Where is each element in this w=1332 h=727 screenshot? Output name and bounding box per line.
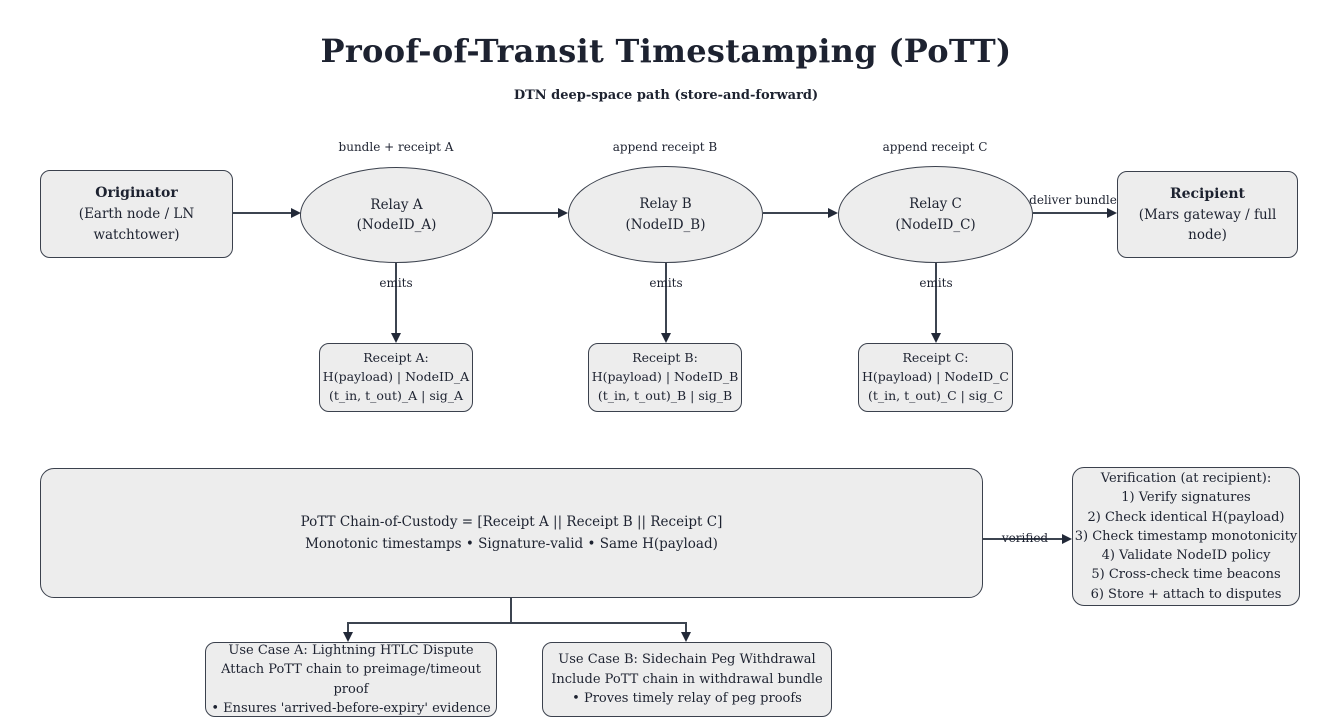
originator-subtitle: (Earth node / LN watchtower) xyxy=(78,206,195,243)
edge-label-bundle-receipt-a: bundle + receipt A xyxy=(338,140,454,154)
arrowhead-down xyxy=(931,333,941,343)
edge-label-verified: verified xyxy=(1001,531,1049,545)
arrow-line xyxy=(395,263,397,334)
chain-definition: PoTT Chain-of-Custody = [Receipt A || Re… xyxy=(300,513,723,530)
verification-step-3: 3) Check timestamp monotonicity xyxy=(1074,528,1298,544)
receipt-a-fields: H(payload) | NodeID_A xyxy=(322,369,470,385)
arrow-line xyxy=(935,263,937,334)
relay-b-name: Relay B xyxy=(639,196,692,213)
use-case-b-desc: Include PoTT chain in withdrawal bundle xyxy=(551,671,823,687)
use-case-a-desc: Attach PoTT chain to preimage/timeout pr… xyxy=(221,662,481,697)
relay-a-name: Relay A xyxy=(370,196,423,213)
use-case-b-bullet: • Proves timely relay of peg proofs xyxy=(572,691,802,707)
receipt-c-box: Receipt C: H(payload) | NodeID_C (t_in, … xyxy=(858,343,1013,412)
arrowhead-right xyxy=(291,208,301,218)
relay-a-node: Relay A (NodeID_A) xyxy=(300,167,493,263)
receipt-a-sig: (t_in, t_out)_A | sig_A xyxy=(328,387,464,403)
receipt-c-sig: (t_in, t_out)_C | sig_C xyxy=(867,387,1004,403)
receipt-a-box: Receipt A: H(payload) | NodeID_A (t_in, … xyxy=(319,343,473,412)
arrow-line xyxy=(493,212,559,214)
arrow-line xyxy=(763,212,829,214)
arrowhead-right xyxy=(558,208,568,218)
use-case-b-title: Use Case B: Sidechain Peg Withdrawal xyxy=(558,652,816,668)
edge-label-emits-c: emits xyxy=(919,276,953,290)
verification-step-4: 4) Validate NodeID policy xyxy=(1101,548,1271,564)
verification-title: Verification (at recipient): xyxy=(1100,471,1272,487)
receipt-b-box: Receipt B: H(payload) | NodeID_B (t_in, … xyxy=(588,343,742,412)
relay-b-id: (NodeID_B) xyxy=(625,216,706,233)
receipt-c-fields: H(payload) | NodeID_C xyxy=(862,369,1009,385)
recipient-node: Recipient (Mars gateway / full node) xyxy=(1117,171,1298,258)
edge-label-emits-a: emits xyxy=(379,276,413,290)
verification-step-2: 2) Check identical H(payload) xyxy=(1087,509,1285,525)
use-case-a-box: Use Case A: Lightning HTLC Dispute Attac… xyxy=(205,642,497,717)
relay-b-node: Relay B (NodeID_B) xyxy=(568,166,763,263)
verification-step-5: 5) Cross-check time beacons xyxy=(1091,567,1281,583)
receipt-b-title: Receipt B: xyxy=(632,350,698,366)
connector-drop-a xyxy=(347,622,349,633)
arrowhead-down xyxy=(661,333,671,343)
edge-label-deliver-bundle: deliver bundle xyxy=(1029,193,1117,207)
receipt-b-sig: (t_in, t_out)_B | sig_B xyxy=(597,387,733,403)
originator-title: Originator xyxy=(95,185,178,202)
relay-c-node: Relay C (NodeID_C) xyxy=(838,166,1033,263)
relay-a-id: (NodeID_A) xyxy=(356,217,437,233)
arrowhead-down xyxy=(343,632,353,642)
verification-step-1: 1) Verify signatures xyxy=(1121,490,1251,506)
arrowhead-down xyxy=(681,632,691,642)
recipient-title: Recipient xyxy=(1169,185,1246,202)
arrow-line xyxy=(983,538,1063,540)
page-subtitle: DTN deep-space path (store-and-forward) xyxy=(513,88,819,103)
receipt-a-title: Receipt A: xyxy=(363,350,429,366)
arrowhead-right xyxy=(1107,208,1117,218)
relay-c-id: (NodeID_C) xyxy=(895,216,976,233)
connector-drop-b xyxy=(685,622,687,633)
page-title: Proof-of-Transit Timestamping (PoTT) xyxy=(320,32,1012,70)
arrowhead-right xyxy=(1062,534,1072,544)
edge-label-append-receipt-c: append receipt C xyxy=(882,140,988,154)
arrow-line xyxy=(665,263,667,334)
use-case-a-title: Use Case A: Lightning HTLC Dispute xyxy=(228,642,474,658)
arrow-line xyxy=(1033,212,1108,214)
originator-node: Originator (Earth node / LN watchtower) xyxy=(40,170,233,258)
arrowhead-right xyxy=(828,208,838,218)
chain-of-custody-box: PoTT Chain-of-Custody = [Receipt A || Re… xyxy=(40,468,983,598)
chain-properties: Monotonic timestamps • Signature-valid •… xyxy=(305,536,718,552)
edge-label-append-receipt-b: append receipt B xyxy=(612,140,718,154)
arrow-line xyxy=(233,212,292,214)
arrowhead-down xyxy=(391,333,401,343)
recipient-subtitle: (Mars gateway / full node) xyxy=(1138,206,1277,243)
verification-box: Verification (at recipient): 1) Verify s… xyxy=(1072,467,1300,606)
receipt-c-title: Receipt C: xyxy=(902,350,969,366)
relay-c-name: Relay C xyxy=(909,196,962,213)
connector-crossbar xyxy=(347,622,686,624)
receipt-b-fields: H(payload) | NodeID_B xyxy=(591,369,739,385)
verification-step-6: 6) Store + attach to disputes xyxy=(1090,586,1282,602)
edge-label-emits-b: emits xyxy=(649,276,683,290)
use-case-a-bullet: • Ensures 'arrived-before-expiry' eviden… xyxy=(211,701,491,716)
connector-stem xyxy=(510,598,512,622)
use-case-b-box: Use Case B: Sidechain Peg Withdrawal Inc… xyxy=(542,642,832,717)
